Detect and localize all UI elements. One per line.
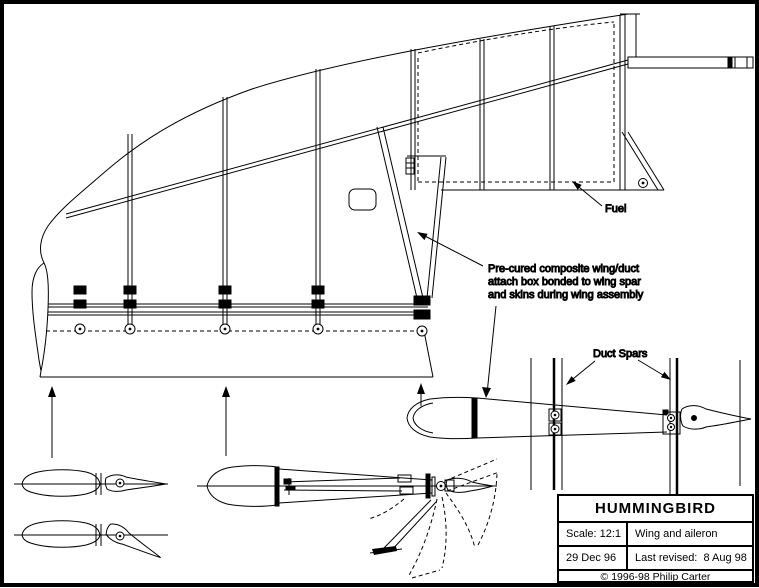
- airfoil-section-linkage: [197, 458, 500, 579]
- aileron-throw-dashed: [367, 458, 500, 579]
- root-hinge-dot: [641, 181, 645, 185]
- fuel-label: Fuel: [605, 203, 626, 215]
- root-aileron-section: [680, 405, 752, 430]
- leading-edge: [40, 13, 629, 264]
- attach-box-callout: Pre-cured composite wing/duct attach box…: [417, 232, 644, 398]
- fuel-callout: Fuel: [572, 181, 627, 216]
- aileron-outline: [40, 330, 434, 378]
- airfoil-section-deflected: [14, 520, 168, 559]
- spar-joiner-stub: [627, 56, 754, 69]
- duct-spars-callout: Duct Spars: [566, 348, 671, 385]
- wingtip-fairing: [31, 262, 49, 372]
- airfoil-section-neutral: [14, 469, 168, 497]
- inner-ribs: [410, 26, 555, 190]
- wingtip-trailing-join: [39, 370, 42, 378]
- section-pointer-arrows: [48, 383, 425, 458]
- wing-duct-attach-box: [376, 126, 447, 337]
- drawing-name-label: Wing and aileron: [635, 528, 718, 540]
- root-hinge-symbol: [638, 178, 648, 188]
- root-section-view: [406, 358, 752, 503]
- access-hole: [348, 188, 377, 211]
- date-label: 29 Dec 96: [559, 547, 628, 569]
- drawing-title: HUMMINGBIRD: [559, 496, 752, 523]
- title-block: HUMMINGBIRD Scale: 12:1 Wing and aileron…: [557, 494, 754, 583]
- root-airfoil-section: [406, 396, 752, 440]
- duct-spars-label: Duct Spars: [593, 348, 648, 360]
- wing-plan-view: [31, 13, 754, 378]
- main-spar: [65, 59, 629, 219]
- hinge-hardware: [73, 285, 325, 335]
- aileron-linkage: [283, 473, 494, 555]
- aileron-spar-lines: [48, 303, 428, 316]
- attach-note-line1: Pre-cured composite wing/duct: [488, 263, 639, 275]
- root-rib: [441, 13, 665, 191]
- copyright-label: © 1996-98 Philip Carter: [600, 571, 711, 583]
- fuel-tank-outline: [417, 21, 615, 183]
- title-block-row-2: 29 Dec 96 Last revised: 8 Aug 98: [559, 547, 752, 571]
- duct-spar-lines: [530, 358, 741, 503]
- attach-note-line2: attach box bonded to wing spar: [488, 276, 641, 288]
- revised-label: Last revised: 8 Aug 98: [635, 552, 747, 564]
- attach-note-line3: and skins during wing assembly: [488, 289, 644, 301]
- title-block-row-1: Scale: 12:1 Wing and aileron: [559, 523, 752, 547]
- scale-label: Scale: 12:1: [559, 523, 628, 545]
